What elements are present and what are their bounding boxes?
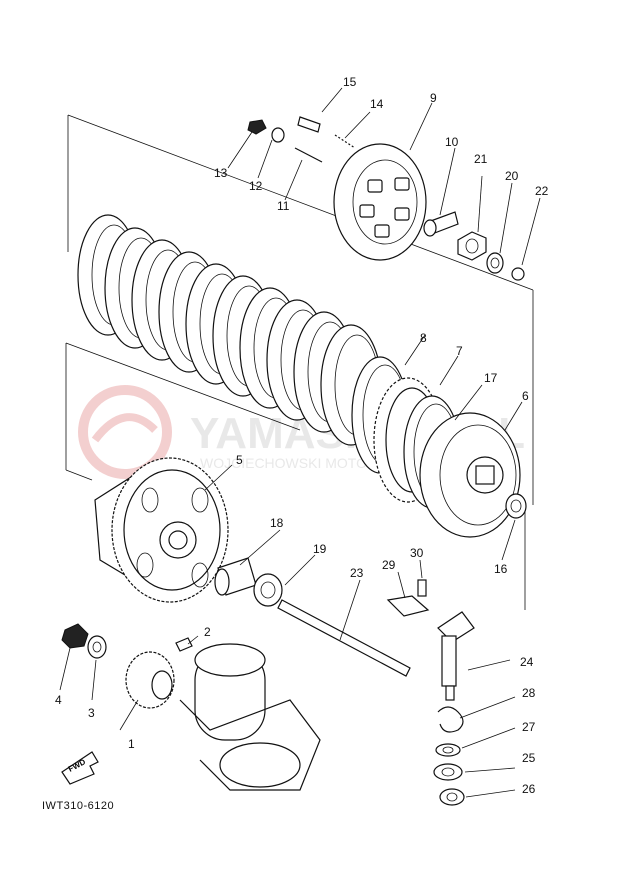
callout-7: 7 [456,344,463,358]
callout-19: 19 [313,542,327,556]
figure-code: IWT310-6120 [42,800,115,812]
callout-12: 12 [249,179,263,193]
callout-18: 18 [270,516,284,530]
push-rod-long [277,599,411,677]
callout-13: 13 [214,166,228,180]
callout-21: 21 [474,152,488,166]
fwd-arrow-icon: FWD [61,751,99,785]
clutch-boss [419,412,521,538]
callout-6: 6 [522,389,529,403]
leader-lines [59,87,541,798]
callout-11: 11 [277,199,290,213]
callout-17: 17 [484,371,498,385]
callout-26: 26 [522,782,536,796]
gear-nut [61,623,89,649]
callout-8: 8 [420,331,427,345]
oil-seal [433,763,463,781]
boss-washer [505,493,527,519]
clutch-plate-stack [77,214,382,446]
upper-frame [67,114,534,505]
callout-24: 24 [520,655,534,669]
callout-16: 16 [494,562,508,576]
spacer [214,557,257,596]
steel-ball [511,267,525,281]
watermark-logo-icon [78,385,172,479]
callout-28: 28 [522,686,536,700]
callout-29: 29 [382,558,396,572]
thrust-washer [253,573,283,607]
primary-drive-gear [125,651,175,709]
callout-27: 27 [522,720,536,734]
clutch-housing [94,457,229,603]
callout-14: 14 [370,97,384,111]
plain-washer [435,743,461,757]
crankshaft [179,643,321,791]
pull-lever-bracket [386,579,430,617]
callout-2: 2 [204,625,211,639]
woodruff-key [175,637,193,652]
callout-9: 9 [430,91,437,105]
push-lever-shaft [437,611,475,701]
spring-bolt-set [247,116,356,163]
return-spring [437,706,464,733]
callouts: 1 2 3 4 5 6 7 8 9 10 11 12 13 14 15 16 1… [55,75,549,796]
callout-3: 3 [88,706,95,720]
lock-nut [457,231,487,261]
callout-23: 23 [350,566,364,580]
callout-1: 1 [128,737,135,751]
callout-4: 4 [55,693,62,707]
callout-10: 10 [445,135,459,149]
callout-30: 30 [410,546,424,560]
callout-20: 20 [505,169,519,183]
gear-washer [87,635,107,659]
callout-5: 5 [236,453,243,467]
callout-15: 15 [343,75,357,89]
callout-22: 22 [535,184,549,198]
pressure-plate [333,143,427,261]
push-rod-short [423,211,459,237]
lock-washer [486,252,504,274]
callout-25: 25 [522,751,536,765]
needle-bearing [439,788,465,806]
lower-frame [65,342,526,610]
